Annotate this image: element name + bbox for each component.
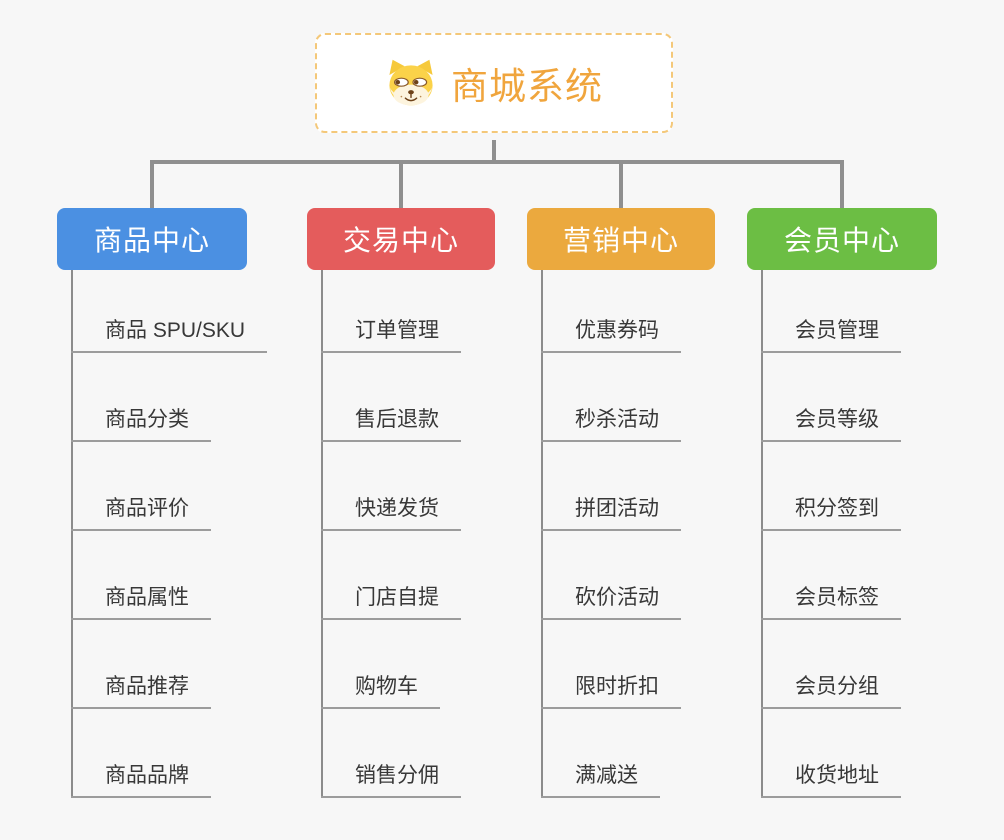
leaf-label: 商品属性 bbox=[71, 581, 211, 620]
branch-column-member-center: 会员中心 会员管理 会员等级 积分签到 会员标签 会员分组 收货地址 bbox=[747, 208, 937, 798]
connector-drop bbox=[399, 160, 403, 208]
leaf-node[interactable]: 会员分组 bbox=[747, 620, 937, 709]
leaf-label: 订单管理 bbox=[321, 314, 461, 353]
leaf-label: 商品品牌 bbox=[71, 759, 211, 798]
leaf-node[interactable]: 商品 SPU/SKU bbox=[57, 270, 268, 353]
leaf-label: 满减送 bbox=[541, 759, 660, 798]
connector-branch-line bbox=[541, 270, 543, 798]
root-node[interactable]: 商城系统 bbox=[315, 33, 673, 133]
leaf-label: 商品评价 bbox=[71, 492, 211, 531]
leaf-label: 购物车 bbox=[321, 670, 440, 709]
branch-node-member-center[interactable]: 会员中心 bbox=[747, 208, 937, 270]
leaf-node[interactable]: 快递发货 bbox=[307, 442, 495, 531]
leaf-node[interactable]: 收货地址 bbox=[747, 709, 937, 798]
leaf-node[interactable]: 商品属性 bbox=[57, 531, 247, 620]
branch-node-product-center[interactable]: 商品中心 bbox=[57, 208, 247, 270]
connector-drop bbox=[150, 160, 154, 208]
leaf-label: 积分签到 bbox=[761, 492, 901, 531]
leaf-node[interactable]: 商品评价 bbox=[57, 442, 247, 531]
leaf-label: 砍价活动 bbox=[541, 581, 681, 620]
leaf-node[interactable]: 商品分类 bbox=[57, 353, 247, 442]
leaf-label: 会员管理 bbox=[761, 314, 901, 353]
connector-branch-line bbox=[321, 270, 323, 798]
connector-branch-line bbox=[71, 270, 73, 798]
root-title: 商城系统 bbox=[451, 66, 603, 107]
leaf-node[interactable]: 拼团活动 bbox=[527, 442, 715, 531]
leaf-node[interactable]: 砍价活动 bbox=[527, 531, 715, 620]
leaf-node[interactable]: 销售分佣 bbox=[307, 709, 495, 798]
leaf-label: 优惠券码 bbox=[541, 314, 681, 353]
branch-node-marketing-center[interactable]: 营销中心 bbox=[527, 208, 715, 270]
leaf-label: 拼团活动 bbox=[541, 492, 681, 531]
leaf-node[interactable]: 售后退款 bbox=[307, 353, 495, 442]
leaf-label: 会员标签 bbox=[761, 581, 901, 620]
leaf-label: 会员等级 bbox=[761, 403, 901, 442]
branch-items: 商品 SPU/SKU 商品分类 商品评价 商品属性 商品推荐 商品品牌 bbox=[57, 270, 268, 798]
connector-drop bbox=[619, 160, 623, 208]
leaf-node[interactable]: 限时折扣 bbox=[527, 620, 715, 709]
leaf-node[interactable]: 秒杀活动 bbox=[527, 353, 715, 442]
leaf-label: 快递发货 bbox=[321, 492, 461, 531]
connector-branch-line bbox=[761, 270, 763, 798]
leaf-node[interactable]: 优惠券码 bbox=[527, 270, 715, 353]
branch-items: 优惠券码 秒杀活动 拼团活动 砍价活动 限时折扣 满减送 bbox=[527, 270, 715, 798]
dog-face-icon bbox=[389, 59, 433, 106]
leaf-node[interactable]: 会员等级 bbox=[747, 353, 937, 442]
leaf-label: 商品 SPU/SKU bbox=[71, 314, 268, 353]
leaf-label: 销售分佣 bbox=[321, 759, 461, 798]
branch-column-marketing-center: 营销中心 优惠券码 秒杀活动 拼团活动 砍价活动 限时折扣 满减送 bbox=[527, 208, 715, 798]
branch-column-trade-center: 交易中心 订单管理 售后退款 快递发货 门店自提 购物车 销售分佣 bbox=[307, 208, 495, 798]
connector-bus-line bbox=[150, 160, 842, 164]
leaf-label: 限时折扣 bbox=[541, 670, 681, 709]
leaf-node[interactable]: 购物车 bbox=[307, 620, 495, 709]
leaf-label: 商品分类 bbox=[71, 403, 211, 442]
leaf-label: 门店自提 bbox=[321, 581, 461, 620]
connector-drop bbox=[840, 160, 844, 208]
leaf-label: 会员分组 bbox=[761, 670, 901, 709]
leaf-node[interactable]: 订单管理 bbox=[307, 270, 495, 353]
branch-node-trade-center[interactable]: 交易中心 bbox=[307, 208, 495, 270]
leaf-node[interactable]: 商品推荐 bbox=[57, 620, 247, 709]
leaf-node[interactable]: 满减送 bbox=[527, 709, 715, 798]
leaf-node[interactable]: 积分签到 bbox=[747, 442, 937, 531]
branch-column-product-center: 商品中心 商品 SPU/SKU 商品分类 商品评价 商品属性 商品推荐 商品品牌 bbox=[57, 208, 268, 798]
leaf-label: 收货地址 bbox=[761, 759, 901, 798]
leaf-label: 商品推荐 bbox=[71, 670, 211, 709]
branch-items: 订单管理 售后退款 快递发货 门店自提 购物车 销售分佣 bbox=[307, 270, 495, 798]
leaf-node[interactable]: 会员标签 bbox=[747, 531, 937, 620]
connector-root-stem bbox=[492, 140, 496, 164]
leaf-node[interactable]: 商品品牌 bbox=[57, 709, 247, 798]
leaf-node[interactable]: 会员管理 bbox=[747, 270, 937, 353]
leaf-label: 秒杀活动 bbox=[541, 403, 681, 442]
branch-items: 会员管理 会员等级 积分签到 会员标签 会员分组 收货地址 bbox=[747, 270, 937, 798]
leaf-node[interactable]: 门店自提 bbox=[307, 531, 495, 620]
leaf-label: 售后退款 bbox=[321, 403, 461, 442]
